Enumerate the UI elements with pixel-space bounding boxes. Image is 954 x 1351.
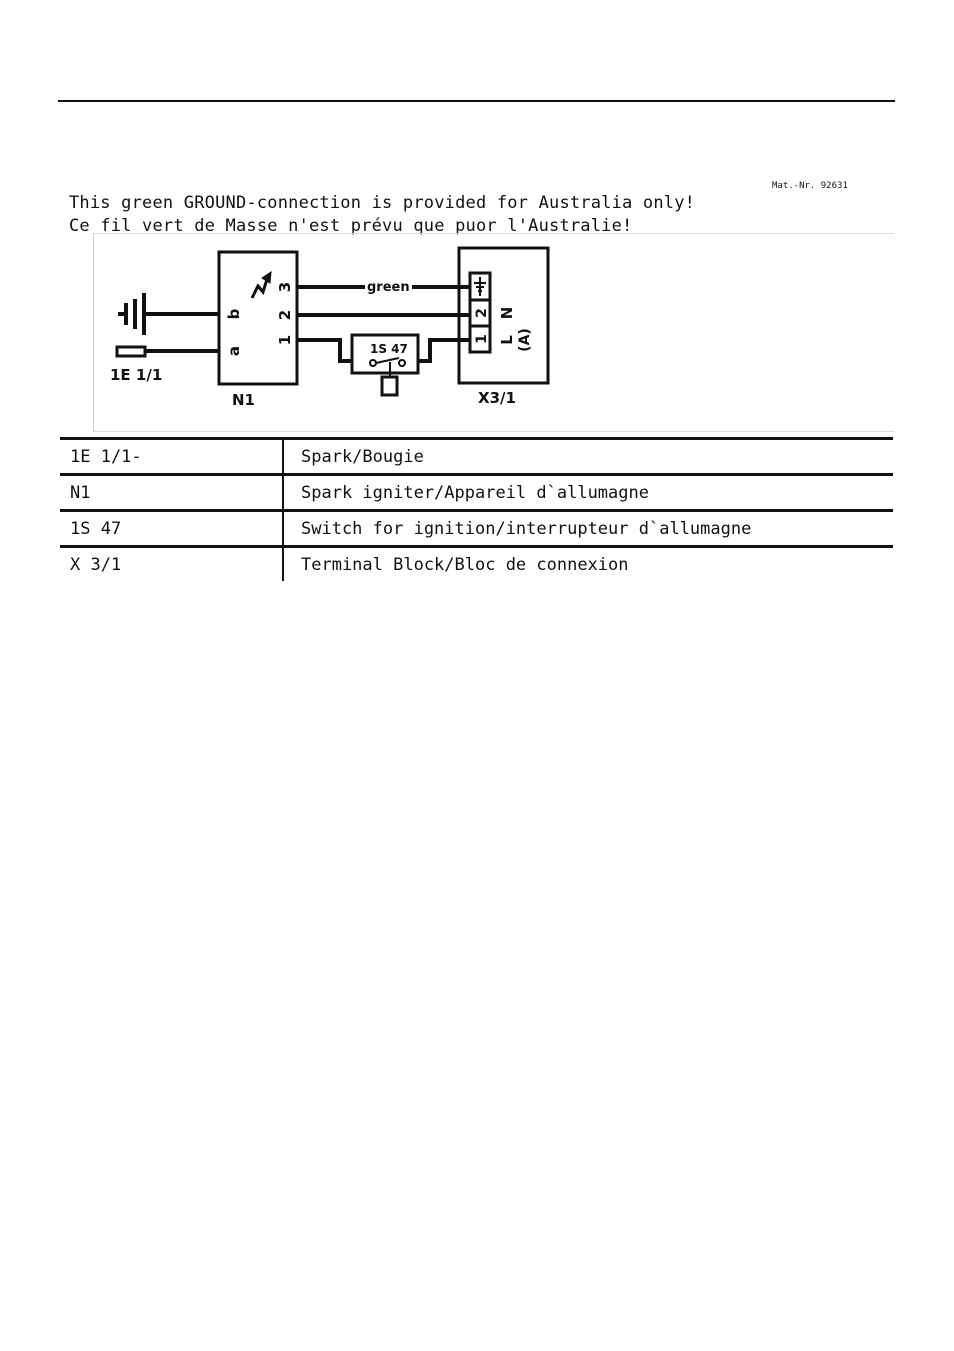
igniter-label: N1 [232,391,255,409]
legend-row: 1S 47 Switch for ignition/interrupteur d… [60,510,893,547]
terminal-side-n: N [498,307,516,320]
legend-code: 1S 47 [60,510,284,547]
terminal-pin-1: 1 [474,334,490,344]
wiring-diagram: 1E 1/1 N1 green 1S 47 X3/1 b a 3 2 1 2 1… [110,246,550,409]
spark-label: 1E 1/1 [110,366,162,384]
switch-actuator [380,375,399,397]
legend-row: X 3/1 Terminal Block/Bloc de connexion [60,546,893,581]
terminal-pins [468,271,492,354]
top-rule [58,100,895,102]
wiring-diagram-frame [93,233,894,432]
legend-description: Spark igniter/Appareil d`allumagne [301,482,649,503]
igniter-pin-b: b [225,308,243,319]
ground-symbol [118,293,146,335]
terminal-side-l: L [498,335,516,345]
terminal-pin-2: 2 [474,308,490,318]
wire-switch-to-terminal [418,338,470,363]
lightning-icon [250,275,270,299]
terminal-block-label: X3/1 [478,389,516,407]
switch-label: 1S 47 [370,342,408,356]
spark-plug [115,345,147,358]
legend-row: 1E 1/1- Spark/Bougie [60,438,893,475]
igniter-pin-3: 3 [276,282,294,292]
legend-description: Spark/Bougie [301,446,424,467]
green-wire-label: green [367,280,410,295]
legend-code: X 3/1 [60,546,284,581]
legend-code: N1 [60,474,284,511]
terminal-side-a: (A) [517,328,533,352]
igniter-box [217,250,299,386]
igniter-pin-a: a [225,346,243,356]
wire-pin1-to-switch [297,338,352,363]
terminal-block-box [457,246,550,385]
legend-description: Terminal Block/Bloc de connexion [301,554,629,575]
earth-icon [474,277,486,296]
igniter-pin-1: 1 [276,335,294,345]
igniter-pin-2: 2 [276,310,294,320]
notice-english: This green GROUND-connection is provided… [69,193,696,213]
switch-box [350,333,420,375]
material-number: Mat.-Nr. 92631 [772,181,848,191]
legend-table: 1E 1/1- Spark/Bougie N1 Spark igniter/Ap… [60,437,893,581]
legend-description: Switch for ignition/interrupteur d`allum… [301,518,752,539]
notice-french: Ce fil vert de Masse n'est prévu que puo… [69,216,633,236]
legend-code: 1E 1/1- [60,438,284,475]
legend-row: N1 Spark igniter/Appareil d`allumagne [60,474,893,511]
